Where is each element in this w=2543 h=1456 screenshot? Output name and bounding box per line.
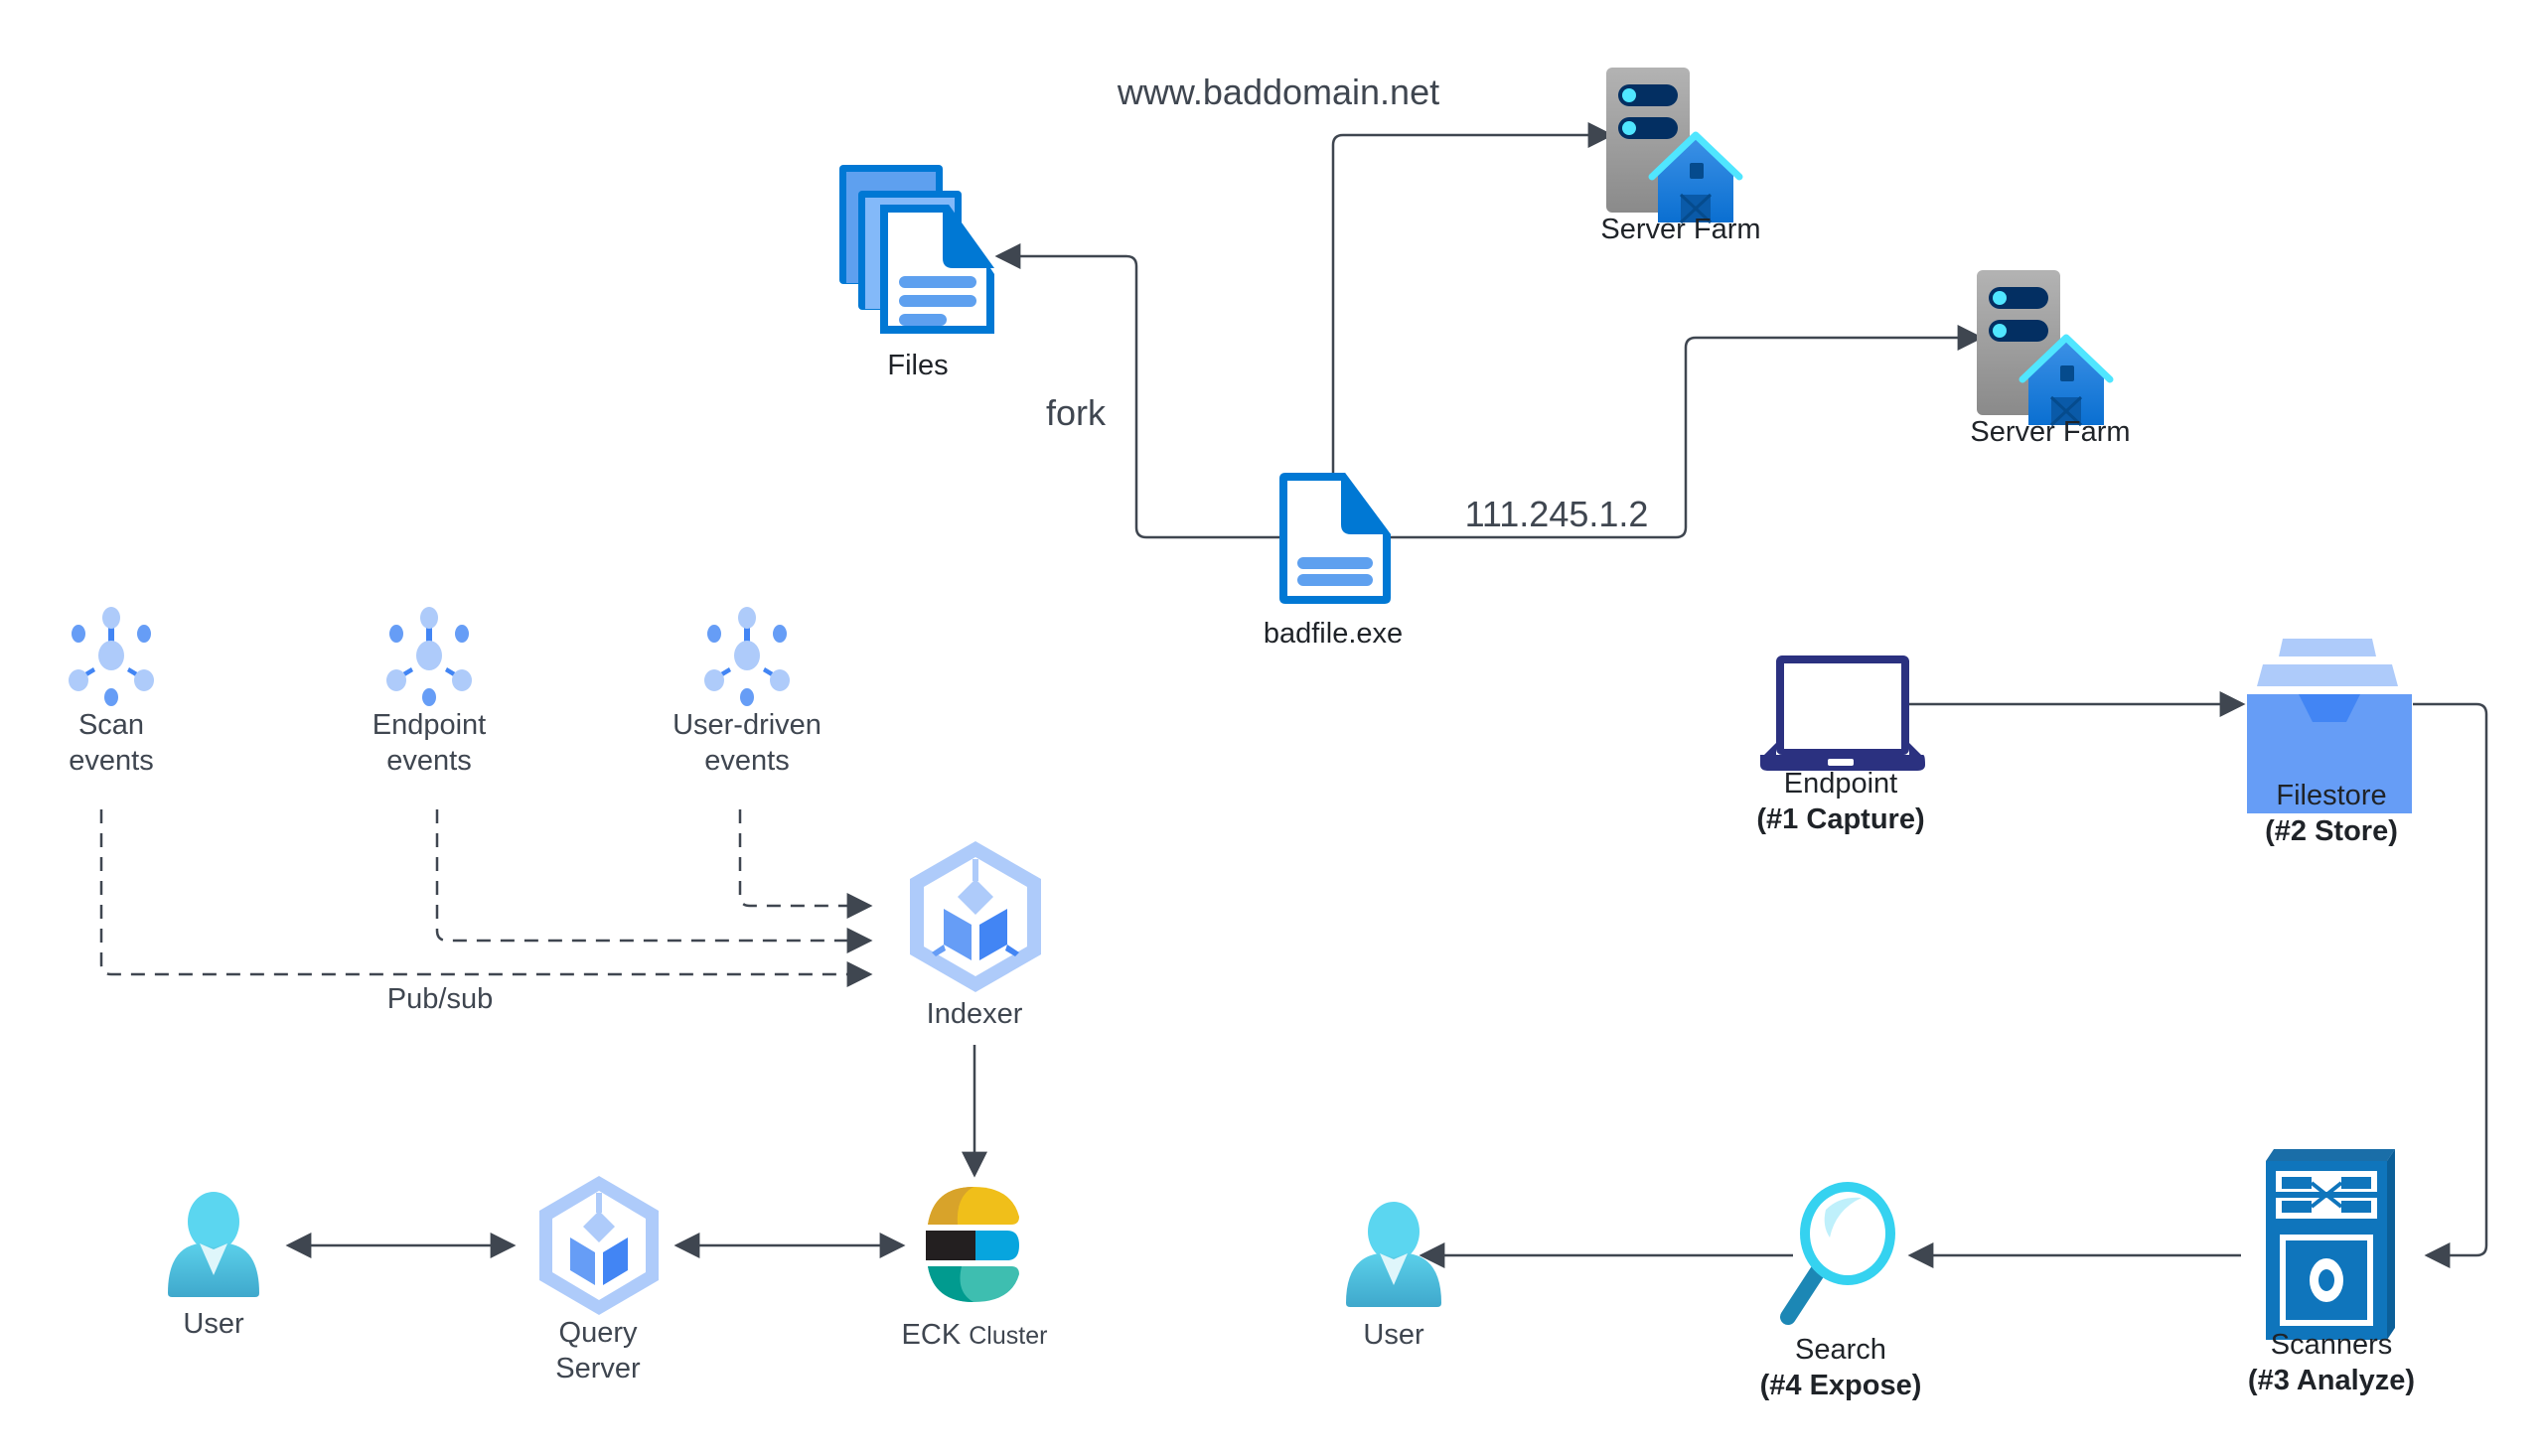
user-icon[interactable]: [168, 1192, 259, 1297]
scanners-label: Scanners (#3 Analyze): [2248, 1327, 2415, 1398]
endpoint-events-line1: Endpoint: [372, 709, 487, 741]
files-icon[interactable]: [839, 165, 994, 334]
eck-cluster-label: ECK Cluster: [902, 1317, 1048, 1354]
user-driven-events-line2: events: [704, 745, 790, 777]
edge-label-ip: 111.245.1.2: [1464, 494, 1649, 534]
pubsub-icon[interactable]: [386, 607, 472, 706]
query-server-line1: Query: [558, 1317, 638, 1349]
badfile-label: badfile.exe: [1263, 618, 1404, 650]
endpoint-line1: Endpoint: [1783, 768, 1898, 800]
pubsub-icon[interactable]: [69, 607, 154, 706]
server-farm-icon[interactable]: [1977, 270, 2114, 427]
badfile-document-icon[interactable]: [1279, 473, 1391, 604]
endpoint-line2: (#1 Capture): [1756, 803, 1925, 835]
edge-fork: [994, 243, 1279, 539]
indexer-label: Indexer: [926, 998, 1023, 1030]
server-farm-1-label: Server Farm: [1600, 214, 1761, 245]
filestore-line1: Filestore: [2276, 780, 2387, 811]
scanners-line1: Scanners: [2270, 1329, 2393, 1361]
edge-scan-events: [99, 809, 873, 987]
search-icon[interactable]: [1780, 1182, 1895, 1325]
elasticsearch-icon[interactable]: [926, 1187, 1019, 1302]
server-farm-icon[interactable]: [1606, 68, 1743, 224]
edge-ip: [1389, 325, 1984, 539]
edge-endpoint-events: [435, 809, 873, 953]
endpoint-label: Endpoint (#1 Capture): [1756, 766, 1924, 837]
search-line1: Search: [1795, 1334, 1886, 1366]
user-driven-events-label: User-driven events: [673, 707, 822, 779]
filestore-line2: (#2 Store): [2265, 815, 2398, 847]
server-farm-2-label: Server Farm: [1970, 416, 2131, 448]
files-label: Files: [887, 350, 949, 381]
kubernetes-engine-icon[interactable]: [910, 841, 1041, 992]
search-line2: (#4 Expose): [1759, 1370, 1922, 1401]
pubsub-icon[interactable]: [704, 607, 790, 706]
eck-label-sub: Cluster: [969, 1322, 1048, 1350]
filestore-label: Filestore (#2 Store): [2265, 778, 2398, 849]
endpoint-events-line2: events: [386, 745, 472, 777]
scanners-line2: (#3 Analyze): [2247, 1365, 2416, 1396]
kubernetes-engine-icon[interactable]: [539, 1176, 659, 1315]
laptop-icon[interactable]: [1760, 655, 1925, 771]
scanner-appliance-icon[interactable]: [2266, 1149, 2395, 1340]
user-left-label: User: [183, 1308, 244, 1340]
scan-events-label: Scan events: [69, 707, 153, 779]
endpoint-events-label: Endpoint events: [373, 707, 487, 779]
edge-label-domain: www.baddomain.net: [1117, 72, 1440, 112]
user-icon[interactable]: [1346, 1202, 1441, 1307]
edge-user-events: [738, 809, 873, 919]
edge-filestore-scanners: [2413, 702, 2488, 1268]
search-label: Search (#4 Expose): [1760, 1332, 1922, 1403]
scan-events-line1: Scan: [77, 709, 145, 741]
query-server-line2: Server: [555, 1353, 641, 1384]
query-server-label: Query Server: [555, 1315, 640, 1386]
user-right-label: User: [1363, 1319, 1424, 1351]
eck-label-main: ECK: [901, 1319, 962, 1351]
edge-domain: [1331, 122, 1614, 473]
scan-events-line2: events: [69, 745, 154, 777]
filestore-icon[interactable]: [2247, 639, 2412, 813]
pubsub-label: Pub/sub: [386, 983, 494, 1015]
user-driven-events-line1: User-driven: [673, 709, 822, 741]
edge-label-fork: fork: [1045, 392, 1107, 433]
